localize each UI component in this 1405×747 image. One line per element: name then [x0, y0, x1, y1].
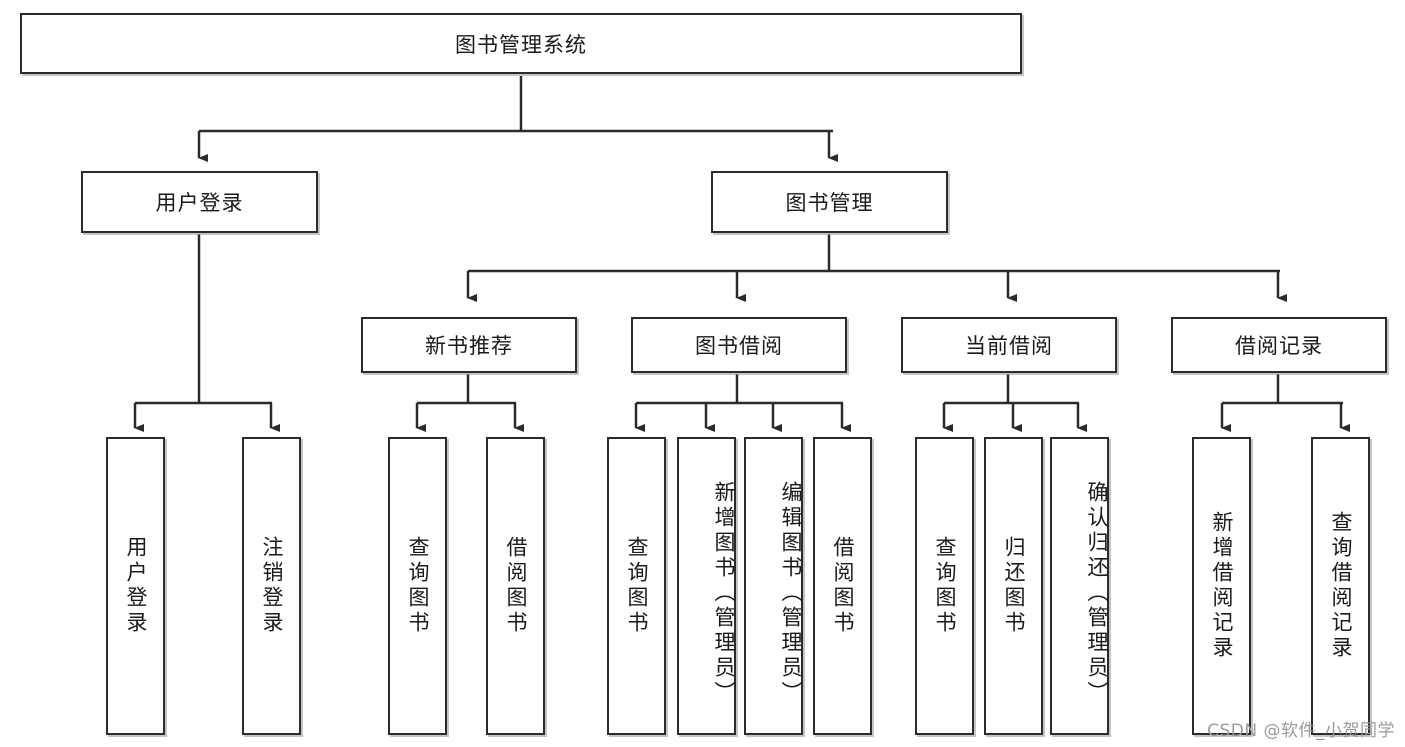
node-current-borrow[interactable]: 当前借阅 [901, 317, 1117, 373]
leaf-query-book-2[interactable]: 查询图书 [607, 437, 666, 735]
connector-root-to-level1 [197, 76, 838, 162]
leaf-query-book-3[interactable]: 查询图书 [915, 437, 974, 735]
node-book-borrow[interactable]: 图书借阅 [631, 317, 847, 373]
leaf-borrow-book-2[interactable]: 借阅图书 [813, 437, 872, 735]
node-borrow-record[interactable]: 借阅记录 [1171, 317, 1387, 373]
leaf-return-book[interactable]: 归还图书 [984, 437, 1043, 735]
node-user-login[interactable]: 用户登录 [81, 171, 318, 233]
leaf-query-borrow-record[interactable]: 查询借阅记录 [1311, 437, 1370, 735]
leaf-user-login[interactable]: 用户登录 [106, 437, 165, 735]
node-new-book-recommend[interactable]: 新书推荐 [361, 317, 577, 373]
connector-newbook-to-leaves [415, 374, 524, 432]
leaf-borrow-book-1[interactable]: 借阅图书 [486, 437, 545, 735]
leaf-logout-login[interactable]: 注销登录 [242, 437, 301, 735]
leaf-confirm-return[interactable]: 确认归还（管理员） [1050, 437, 1109, 735]
connector-bookmgmt-to-level2 [466, 234, 1287, 302]
leaf-query-book-1[interactable]: 查询图书 [388, 437, 447, 735]
leaf-add-book[interactable]: 新增图书（管理员） [677, 437, 736, 735]
connector-bookborrow-to-leaves [634, 374, 851, 432]
connector-userlogin-to-leaves [133, 234, 280, 432]
connector-currentborrow-to-leaves [942, 374, 1087, 432]
connector-borrowrecord-to-leaves [1220, 374, 1350, 432]
leaf-edit-book[interactable]: 编辑图书（管理员） [744, 437, 803, 735]
node-book-management[interactable]: 图书管理 [711, 171, 948, 233]
leaf-add-borrow-record[interactable]: 新增借阅记录 [1192, 437, 1251, 735]
node-root-system[interactable]: 图书管理系统 [20, 13, 1022, 74]
